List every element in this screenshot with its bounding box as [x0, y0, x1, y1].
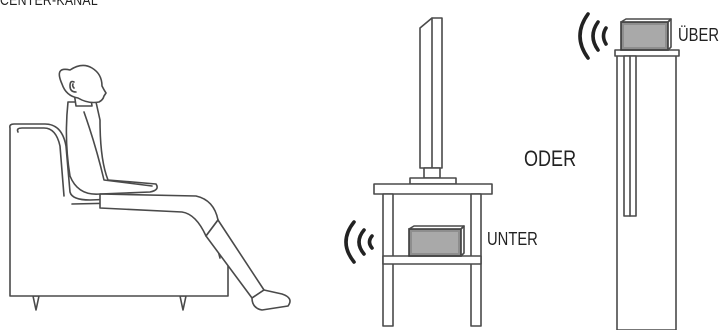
tv-illustration: [410, 18, 456, 184]
center-speaker-below: [409, 226, 464, 256]
tv-stand: [424, 168, 440, 178]
tv-panel: [420, 18, 442, 168]
speaker-above-front: [624, 25, 665, 47]
section-title: CENTER-KANAL: [0, 0, 98, 8]
label-below-tv: UNTER: [487, 230, 538, 248]
wall-shelf: [615, 50, 679, 56]
tv-table-setup: [346, 18, 492, 326]
person-head: [59, 65, 106, 102]
tv-stand-base: [410, 178, 456, 184]
wall-tv-setup: [580, 14, 679, 330]
speaker-below-front: [412, 232, 458, 253]
sound-waves-below-icon: [346, 222, 372, 262]
label-or: ODER: [524, 148, 576, 170]
label-above-tv: ÜBER: [678, 26, 719, 44]
table-top: [374, 184, 492, 194]
chair-leg-left: [33, 296, 39, 310]
sound-waves-above-icon: [580, 14, 606, 58]
center-speaker-above: [621, 19, 671, 50]
chair-leg-right: [180, 296, 186, 310]
table-shelf: [383, 256, 481, 264]
